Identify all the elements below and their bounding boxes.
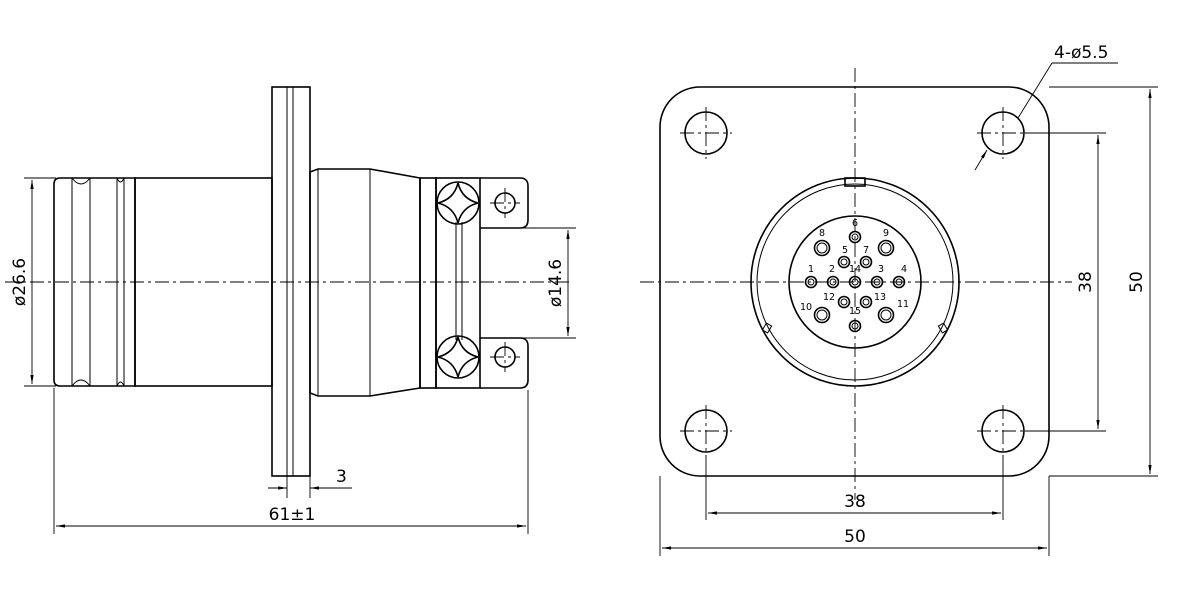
rear-shell (309, 168, 437, 397)
mounting-holes (680, 107, 1029, 457)
contact-pin-core (851, 322, 859, 330)
contact-pin-label: 1 (808, 264, 814, 275)
contact-pin (877, 239, 895, 257)
receptacle (750, 177, 960, 387)
dim-flange-height-text: 50 (1127, 271, 1147, 293)
dim-total-length: 61±1 (53, 388, 529, 534)
contact-pin-core (829, 278, 837, 286)
dim-total-length-text: 61±1 (269, 505, 316, 525)
side-view: ø26.6 ø14.6 3 61±1 (5, 86, 576, 534)
contact-pin-label: 4 (901, 264, 907, 275)
contact-pin (848, 319, 862, 333)
dim-holes: 4-ø5.5 (974, 43, 1118, 171)
contact-pin-label: 2 (829, 264, 835, 275)
contact-pin-label: 3 (878, 264, 884, 275)
contact-pin-label: 12 (823, 292, 835, 303)
dim-diameter-rear: ø14.6 (520, 227, 576, 339)
key-slot (844, 177, 866, 187)
contact-pin (859, 255, 873, 269)
contact-pin-label: 9 (883, 228, 889, 239)
contact-pin (813, 239, 831, 257)
contact-pin-core (895, 278, 903, 286)
contact-pin-label: 11 (897, 299, 909, 310)
contact-pin-label: 5 (842, 245, 848, 256)
dim-hole-spacing-v-text: 38 (1076, 271, 1096, 293)
contact-pin (848, 230, 862, 244)
cable-clamp (435, 177, 529, 389)
dim-hole-spacing-h: 38 (705, 455, 1004, 520)
dim-flange-width-text: 50 (844, 527, 866, 547)
dim-flange-width: 50 (659, 476, 1050, 556)
contact-pin-core (862, 258, 870, 266)
contact-pin (848, 275, 862, 289)
dim-flange-thickness: 3 (268, 467, 352, 498)
square-flange (659, 86, 1050, 477)
flange-plate (271, 86, 311, 477)
dim-hole-spacing-h-text: 38 (844, 492, 866, 512)
contact-pin-core (816, 242, 828, 254)
contact-pin (837, 295, 851, 309)
dim-hole-spacing-v: 38 (1025, 132, 1106, 432)
contact-pin-label: 8 (819, 228, 825, 239)
contact-pin-core (862, 298, 870, 306)
contact-pin (804, 275, 818, 289)
contact-pin-core (873, 278, 881, 286)
contact-pin (859, 295, 873, 309)
clamp-screw-top (436, 181, 480, 225)
clamp-screw-bottom (436, 335, 480, 379)
contact-pin-core (816, 309, 828, 321)
contact-pin-core (880, 242, 892, 254)
contact-pin-label: 14 (849, 264, 861, 275)
dim-diameter-body-text: ø26.6 (10, 258, 30, 306)
contact-pin-label: 7 (863, 245, 869, 256)
contact-pin (826, 275, 840, 289)
contact-pin-label: 15 (849, 306, 861, 317)
contact-pin-core (807, 278, 815, 286)
contact-pin (877, 306, 895, 324)
dim-diameter-body: ø26.6 (10, 177, 56, 387)
contact-pin-core (840, 258, 848, 266)
contact-pin-label: 6 (852, 218, 858, 229)
contact-pin (892, 275, 906, 289)
contact-pin-label: 13 (874, 292, 886, 303)
contact-pin (837, 255, 851, 269)
contact-pin-core (880, 309, 892, 321)
dim-flange-thickness-text: 3 (336, 467, 347, 487)
insert-face (788, 215, 922, 349)
contact-pin-core (851, 278, 859, 286)
dim-flange-height: 50 (1049, 86, 1158, 477)
contact-pin-label: 10 (800, 302, 812, 313)
contact-pin (870, 275, 884, 289)
contact-pin (813, 306, 831, 324)
dim-holes-text: 4-ø5.5 (1054, 43, 1108, 63)
contact-pin-core (840, 298, 848, 306)
dim-diameter-rear-text: ø14.6 (546, 259, 566, 307)
contact-pin-core (851, 233, 859, 241)
